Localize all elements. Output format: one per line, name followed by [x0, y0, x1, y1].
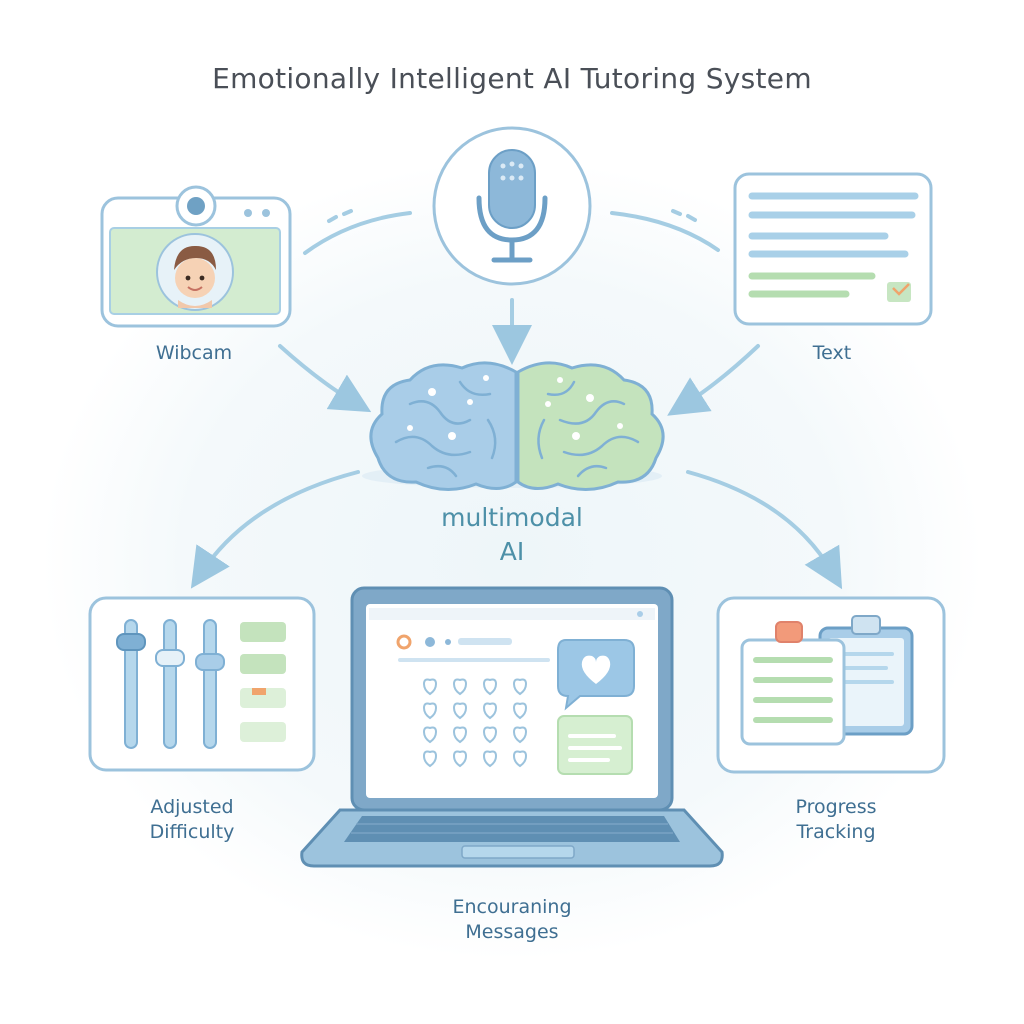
webcam-icon — [100, 185, 292, 328]
messages-label: Encouraning Messages — [412, 895, 612, 945]
messages-label-line1: Encouraning — [452, 896, 572, 918]
text-label: Text — [734, 341, 930, 366]
progress-label: Progress Tracking — [736, 795, 936, 845]
webcam-mic-connector — [303, 211, 412, 255]
text-to-ai-arrow — [667, 344, 760, 416]
progress-label-line1: Progress — [795, 796, 877, 818]
input-arrows — [278, 209, 760, 416]
progress-label-line2: Tracking — [796, 821, 876, 843]
ai-to-progress-arrow — [686, 470, 843, 590]
difficulty-label-line1: Adjusted — [150, 796, 234, 818]
webcam-to-ai-arrow — [278, 344, 372, 413]
brain-icon — [362, 361, 665, 491]
clipboard-icon — [716, 596, 946, 774]
laptop-icon — [300, 586, 724, 868]
center-label-line2: AI — [499, 537, 525, 566]
webcam-label-text: Wibcam — [155, 342, 233, 364]
webcam-label: Wibcam — [96, 341, 292, 366]
center-label-line1: multimodal — [441, 503, 583, 532]
messages-label-line2: Messages — [465, 921, 559, 943]
page-title: Emotionally Intelligent AI Tutoring Syst… — [212, 62, 812, 95]
text-document-icon — [733, 172, 933, 326]
difficulty-label: Adjusted Difficulty — [92, 795, 292, 845]
difficulty-label-line2: Difficulty — [149, 821, 235, 843]
text-label-text: Text — [812, 342, 852, 364]
microphone-icon — [432, 126, 592, 286]
sliders-icon — [88, 596, 316, 772]
output-arrows — [190, 470, 843, 590]
mic-text-connector — [610, 211, 720, 252]
ai-to-difficulty-arrow — [190, 470, 360, 589]
